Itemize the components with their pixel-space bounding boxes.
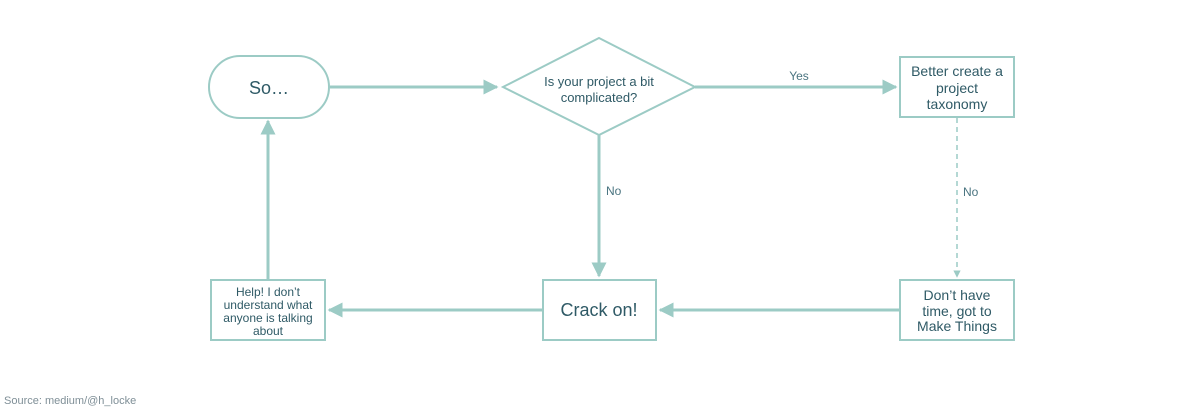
- taxonomy-node: Better create a project taxonomy: [899, 56, 1015, 118]
- edge-label-yes: Yes: [789, 69, 809, 83]
- no-time-node: Don’t have time, got to Make Things: [899, 279, 1015, 341]
- edge-label-no-right: No: [963, 185, 979, 199]
- help-node: Help! I don’t understand what anyone is …: [210, 279, 326, 341]
- decision-node: Is your project a bit complicated?: [500, 36, 698, 137]
- decision-line-1: Is your project a bit: [544, 74, 654, 89]
- no-time-line-3: Make Things: [917, 318, 997, 334]
- edge-label-no-center: No: [606, 184, 622, 198]
- crack-on-node: Crack on!: [542, 279, 657, 341]
- help-line-1: Help! I don’t: [236, 285, 301, 299]
- no-time-line-2: time, got to: [922, 303, 991, 319]
- help-line-3: anyone is talking: [223, 311, 312, 325]
- taxonomy-line-3: taxonomy: [927, 96, 988, 112]
- start-node: So…: [208, 55, 330, 119]
- source-caption: Source: medium/@h_locke: [4, 395, 137, 407]
- help-line-4: about: [253, 324, 284, 338]
- taxonomy-line-2: project: [936, 80, 978, 96]
- start-node-label: So…: [249, 78, 289, 98]
- no-time-line-1: Don’t have: [924, 287, 991, 303]
- taxonomy-line-1: Better create a: [911, 63, 1003, 79]
- help-line-2: understand what: [224, 298, 313, 312]
- crack-on-label: Crack on!: [560, 300, 637, 320]
- decision-line-2: complicated?: [561, 90, 638, 105]
